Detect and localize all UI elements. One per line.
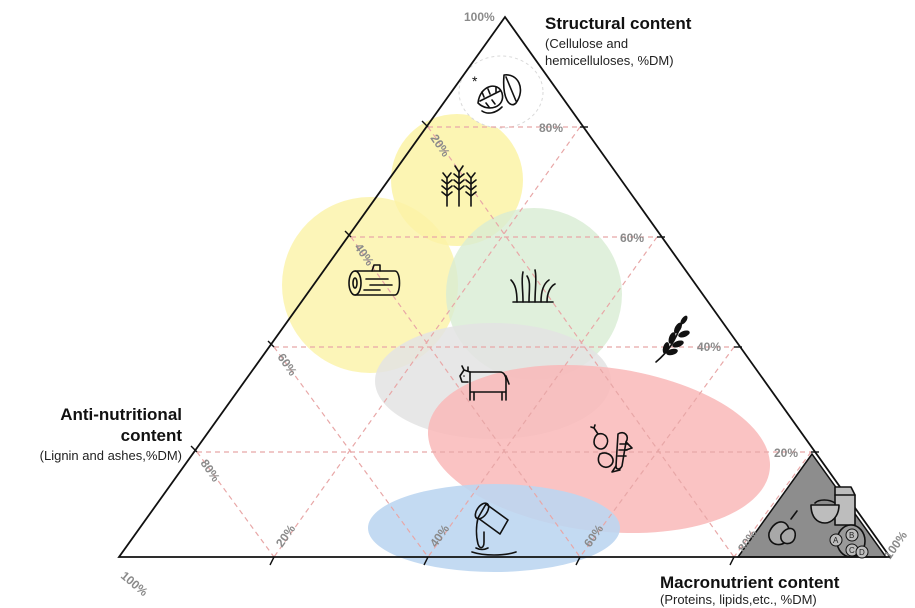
right-tick-80: 80% bbox=[539, 121, 563, 135]
macronutrient-subtitle: (Proteins, lipids,etc., %DM) bbox=[660, 592, 817, 607]
wheat-icon bbox=[441, 165, 477, 207]
grain-icon bbox=[655, 315, 690, 363]
anti-nutritional-title-2: content bbox=[121, 426, 183, 445]
meat-fish-icon bbox=[590, 424, 633, 473]
macronutrient-title: Macronutrient content bbox=[660, 573, 840, 592]
right-tick-40: 40% bbox=[697, 340, 721, 354]
cereal-straw-region bbox=[391, 114, 523, 246]
anti-nutritional-subtitle: (Lignin and ashes,%DM) bbox=[40, 448, 182, 463]
food-letter-c: C bbox=[849, 546, 855, 555]
left-tick-60: 60% bbox=[275, 351, 300, 379]
right-vertex-label: 100% bbox=[881, 528, 910, 561]
structural-subtitle-2: hemicelluloses, %DM) bbox=[545, 53, 674, 68]
tick-marks bbox=[190, 120, 819, 566]
food-letter-badges: A B C D bbox=[829, 528, 869, 559]
liquid-waste-region bbox=[368, 484, 620, 572]
bottom-tick-20: 20% bbox=[273, 522, 298, 550]
anti-nutritional-title-1: Anti-nutritional bbox=[60, 405, 182, 424]
log-icon bbox=[348, 264, 401, 296]
food-letter-a: A bbox=[833, 536, 839, 545]
grass-icon bbox=[510, 269, 556, 303]
left-vertex-label: 100% bbox=[118, 569, 151, 600]
food-letter-b: B bbox=[849, 531, 854, 540]
triangle-outline bbox=[117, 15, 892, 558]
regions bbox=[282, 55, 771, 572]
cow-icon bbox=[459, 365, 510, 401]
food-letter-d: D bbox=[859, 548, 865, 557]
feathers-asterisk: * bbox=[472, 73, 478, 89]
grid-lines bbox=[196, 126, 812, 558]
top-vertex-label: 100% bbox=[464, 10, 495, 24]
right-tick-60: 60% bbox=[620, 231, 644, 245]
structural-subtitle-1: (Cellulose and bbox=[545, 36, 628, 51]
feathers-icon bbox=[477, 74, 522, 114]
left-tick-80: 80% bbox=[198, 457, 223, 485]
pouring-can-icon bbox=[471, 502, 517, 556]
structural-title: Structural content bbox=[545, 14, 692, 33]
right-tick-20: 20% bbox=[774, 446, 798, 460]
